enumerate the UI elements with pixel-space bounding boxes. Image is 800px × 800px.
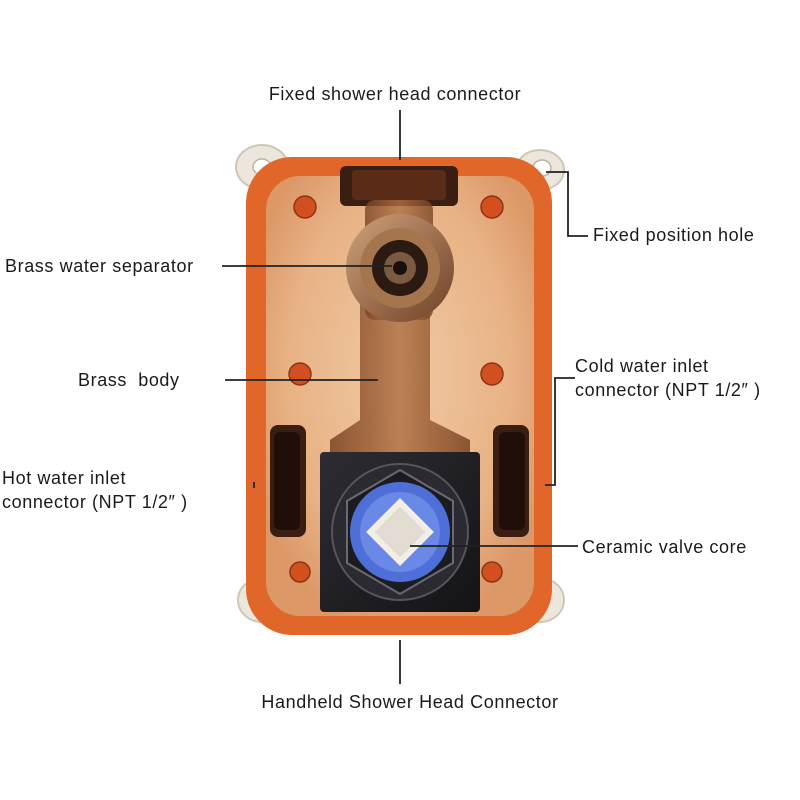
label-handheld-shower-head-connector: Handheld Shower Head Connector <box>261 692 559 712</box>
leader-lines <box>222 110 588 684</box>
label-ceramic-valve-core: Ceramic valve core <box>582 537 747 557</box>
ceramic-valve <box>331 463 469 601</box>
label-fixed-position-hole: Fixed position hole <box>593 225 755 245</box>
label-hot-line-1: Hot water inlet <box>2 468 127 488</box>
label-cold-water-inlet: Cold water inlet connector (NPT 1/2″ ) <box>575 354 761 402</box>
label-hot-line-2: connector (NPT 1/2″ ) <box>2 492 188 512</box>
label-fixed-shower-head-connector: Fixed shower head connector <box>268 84 522 104</box>
label-brass-body: Brass body <box>78 370 180 390</box>
separator-fitting <box>346 214 454 322</box>
label-brass-water-separator: Brass water separator <box>5 256 194 276</box>
label-cold-line-2: connector (NPT 1/2″ ) <box>575 380 761 400</box>
label-hot-water-inlet: Hot water inlet connector (NPT 1/2″ ) <box>2 466 188 514</box>
label-cold-line-1: Cold water inlet <box>575 356 709 376</box>
